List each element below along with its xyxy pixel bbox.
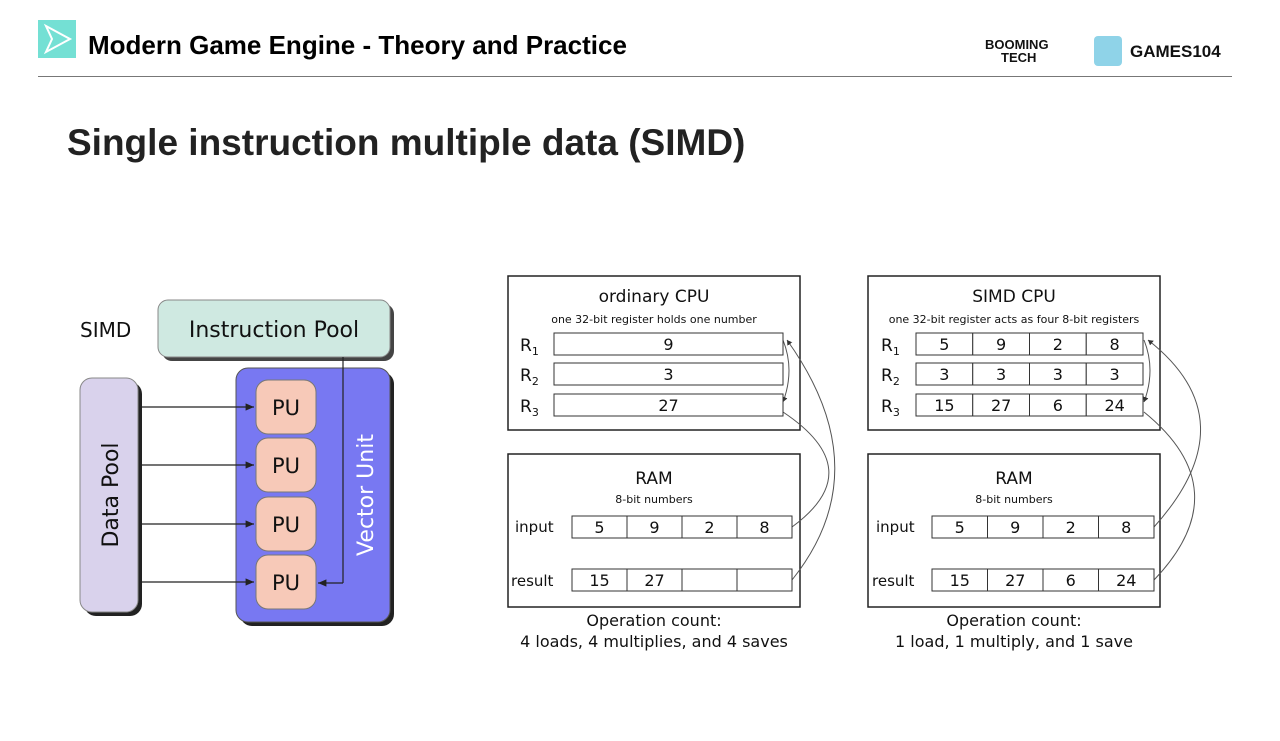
ordinary-cpu-diagram: ordinary CPU one 32-bit register holds o…: [507, 275, 836, 651]
pu-label: PU: [272, 454, 300, 478]
play-logo-icon: [38, 20, 76, 58]
register-value: 24: [1104, 396, 1124, 415]
ram-result-cell: [681, 568, 738, 592]
register-value: 9: [663, 335, 673, 354]
ordinary-result-label: result: [511, 572, 554, 590]
ram-input-value: 5: [594, 518, 604, 537]
ram-input-value: 9: [649, 518, 659, 537]
register-value: 3: [939, 365, 949, 384]
simd-cpu-diagram: SIMD CPU one 32-bit register acts as fou…: [867, 275, 1201, 651]
simd-input-label: input: [876, 518, 915, 536]
simd-block-diagram: SIMD Instruction Pool Data Pool Vector U…: [79, 299, 394, 626]
processing-unit: PU: [255, 437, 317, 493]
ordinary-ram-title: RAM: [635, 469, 672, 489]
vector-unit-label: Vector Unit: [354, 434, 379, 556]
register-label: R2: [881, 366, 900, 388]
processing-unit: PU: [255, 554, 317, 610]
register-value: 3: [1110, 365, 1120, 384]
simd-result-label: result: [872, 572, 915, 590]
register-label: R3: [881, 397, 900, 419]
simd-cpu-title: SIMD CPU: [972, 287, 1056, 307]
pu-label: PU: [272, 396, 300, 420]
register-cell: [553, 393, 784, 417]
booming-tech-logo: BOOMING TECH: [985, 38, 1049, 64]
ram-input-value: 2: [1066, 518, 1076, 537]
register-value: 3: [996, 365, 1006, 384]
register-value: 5: [939, 335, 949, 354]
data-pool-label: Data Pool: [99, 442, 124, 547]
ram-input-cell: [736, 515, 793, 539]
simd-op-count-title: Operation count:: [946, 611, 1081, 630]
ram-result-cell: [736, 568, 793, 592]
ram-input-value: 2: [704, 518, 714, 537]
register-value: 3: [1053, 365, 1063, 384]
simd-ram-subtitle: 8-bit numbers: [975, 493, 1053, 506]
ram-input-value: 9: [1010, 518, 1020, 537]
ram-result-value: 27: [644, 571, 664, 590]
register-value: 6: [1053, 396, 1063, 415]
ram-input-value: 8: [1121, 518, 1131, 537]
ordinary-op-count: 4 loads, 4 multiplies, and 4 saves: [520, 632, 788, 651]
simd-cpu-subtitle: one 32-bit register acts as four 8-bit r…: [889, 313, 1140, 326]
slide-title: Single instruction multiple data (SIMD): [67, 122, 746, 163]
register-value: 15: [934, 396, 954, 415]
ram-input-cell: [1098, 515, 1155, 539]
ram-result-value: 15: [950, 571, 970, 590]
ordinary-op-count-title: Operation count:: [586, 611, 721, 630]
instruction-pool: [157, 299, 391, 358]
ordinary-input-label: input: [515, 518, 554, 536]
ram-result-value: 24: [1116, 571, 1136, 590]
register-value: 2: [1053, 335, 1063, 354]
instruction-pool-label: Instruction Pool: [189, 318, 359, 343]
header-title: Modern Game Engine - Theory and Practice: [88, 30, 627, 60]
games104-logo: GAMES104: [1130, 42, 1221, 61]
ordinary-cpu-subtitle: one 32-bit register holds one number: [551, 313, 757, 326]
brand-line1: BOOMING: [985, 37, 1049, 52]
simd-op-count: 1 load, 1 multiply, and 1 save: [895, 632, 1133, 651]
simd-ram-title: RAM: [995, 469, 1032, 489]
pu-label: PU: [272, 513, 300, 537]
games104-cube-icon: [1094, 36, 1122, 66]
register-cell: [1085, 362, 1144, 386]
register-cell: [1085, 332, 1144, 356]
ram-result-value: 6: [1066, 571, 1076, 590]
header-divider: [38, 76, 1232, 77]
register-label: R1: [520, 336, 539, 358]
ordinary-cpu-title: ordinary CPU: [599, 287, 710, 307]
simd-label: SIMD: [80, 318, 131, 342]
register-value: 9: [996, 335, 1006, 354]
register-value: 27: [658, 396, 678, 415]
register-value: 8: [1110, 335, 1120, 354]
data-pool: [79, 377, 139, 613]
processing-unit: PU: [255, 496, 317, 552]
register-cell: [1085, 393, 1144, 417]
register-value: 3: [663, 365, 673, 384]
ram-result-value: 15: [589, 571, 609, 590]
processing-unit: PU: [255, 379, 317, 435]
ram-result-value: 27: [1005, 571, 1025, 590]
register-cell: [553, 362, 784, 386]
register-label: R3: [520, 397, 539, 419]
ordinary-ram-subtitle: 8-bit numbers: [615, 493, 693, 506]
register-label: R1: [881, 336, 900, 358]
register-cell: [553, 332, 784, 356]
brand-line2: TECH: [1001, 50, 1037, 65]
ram-input-value: 8: [759, 518, 769, 537]
ram-input-value: 5: [955, 518, 965, 537]
ram-result-cell: [1098, 568, 1155, 592]
pu-label: PU: [272, 571, 300, 595]
register-label: R2: [520, 366, 539, 388]
register-value: 27: [991, 396, 1011, 415]
